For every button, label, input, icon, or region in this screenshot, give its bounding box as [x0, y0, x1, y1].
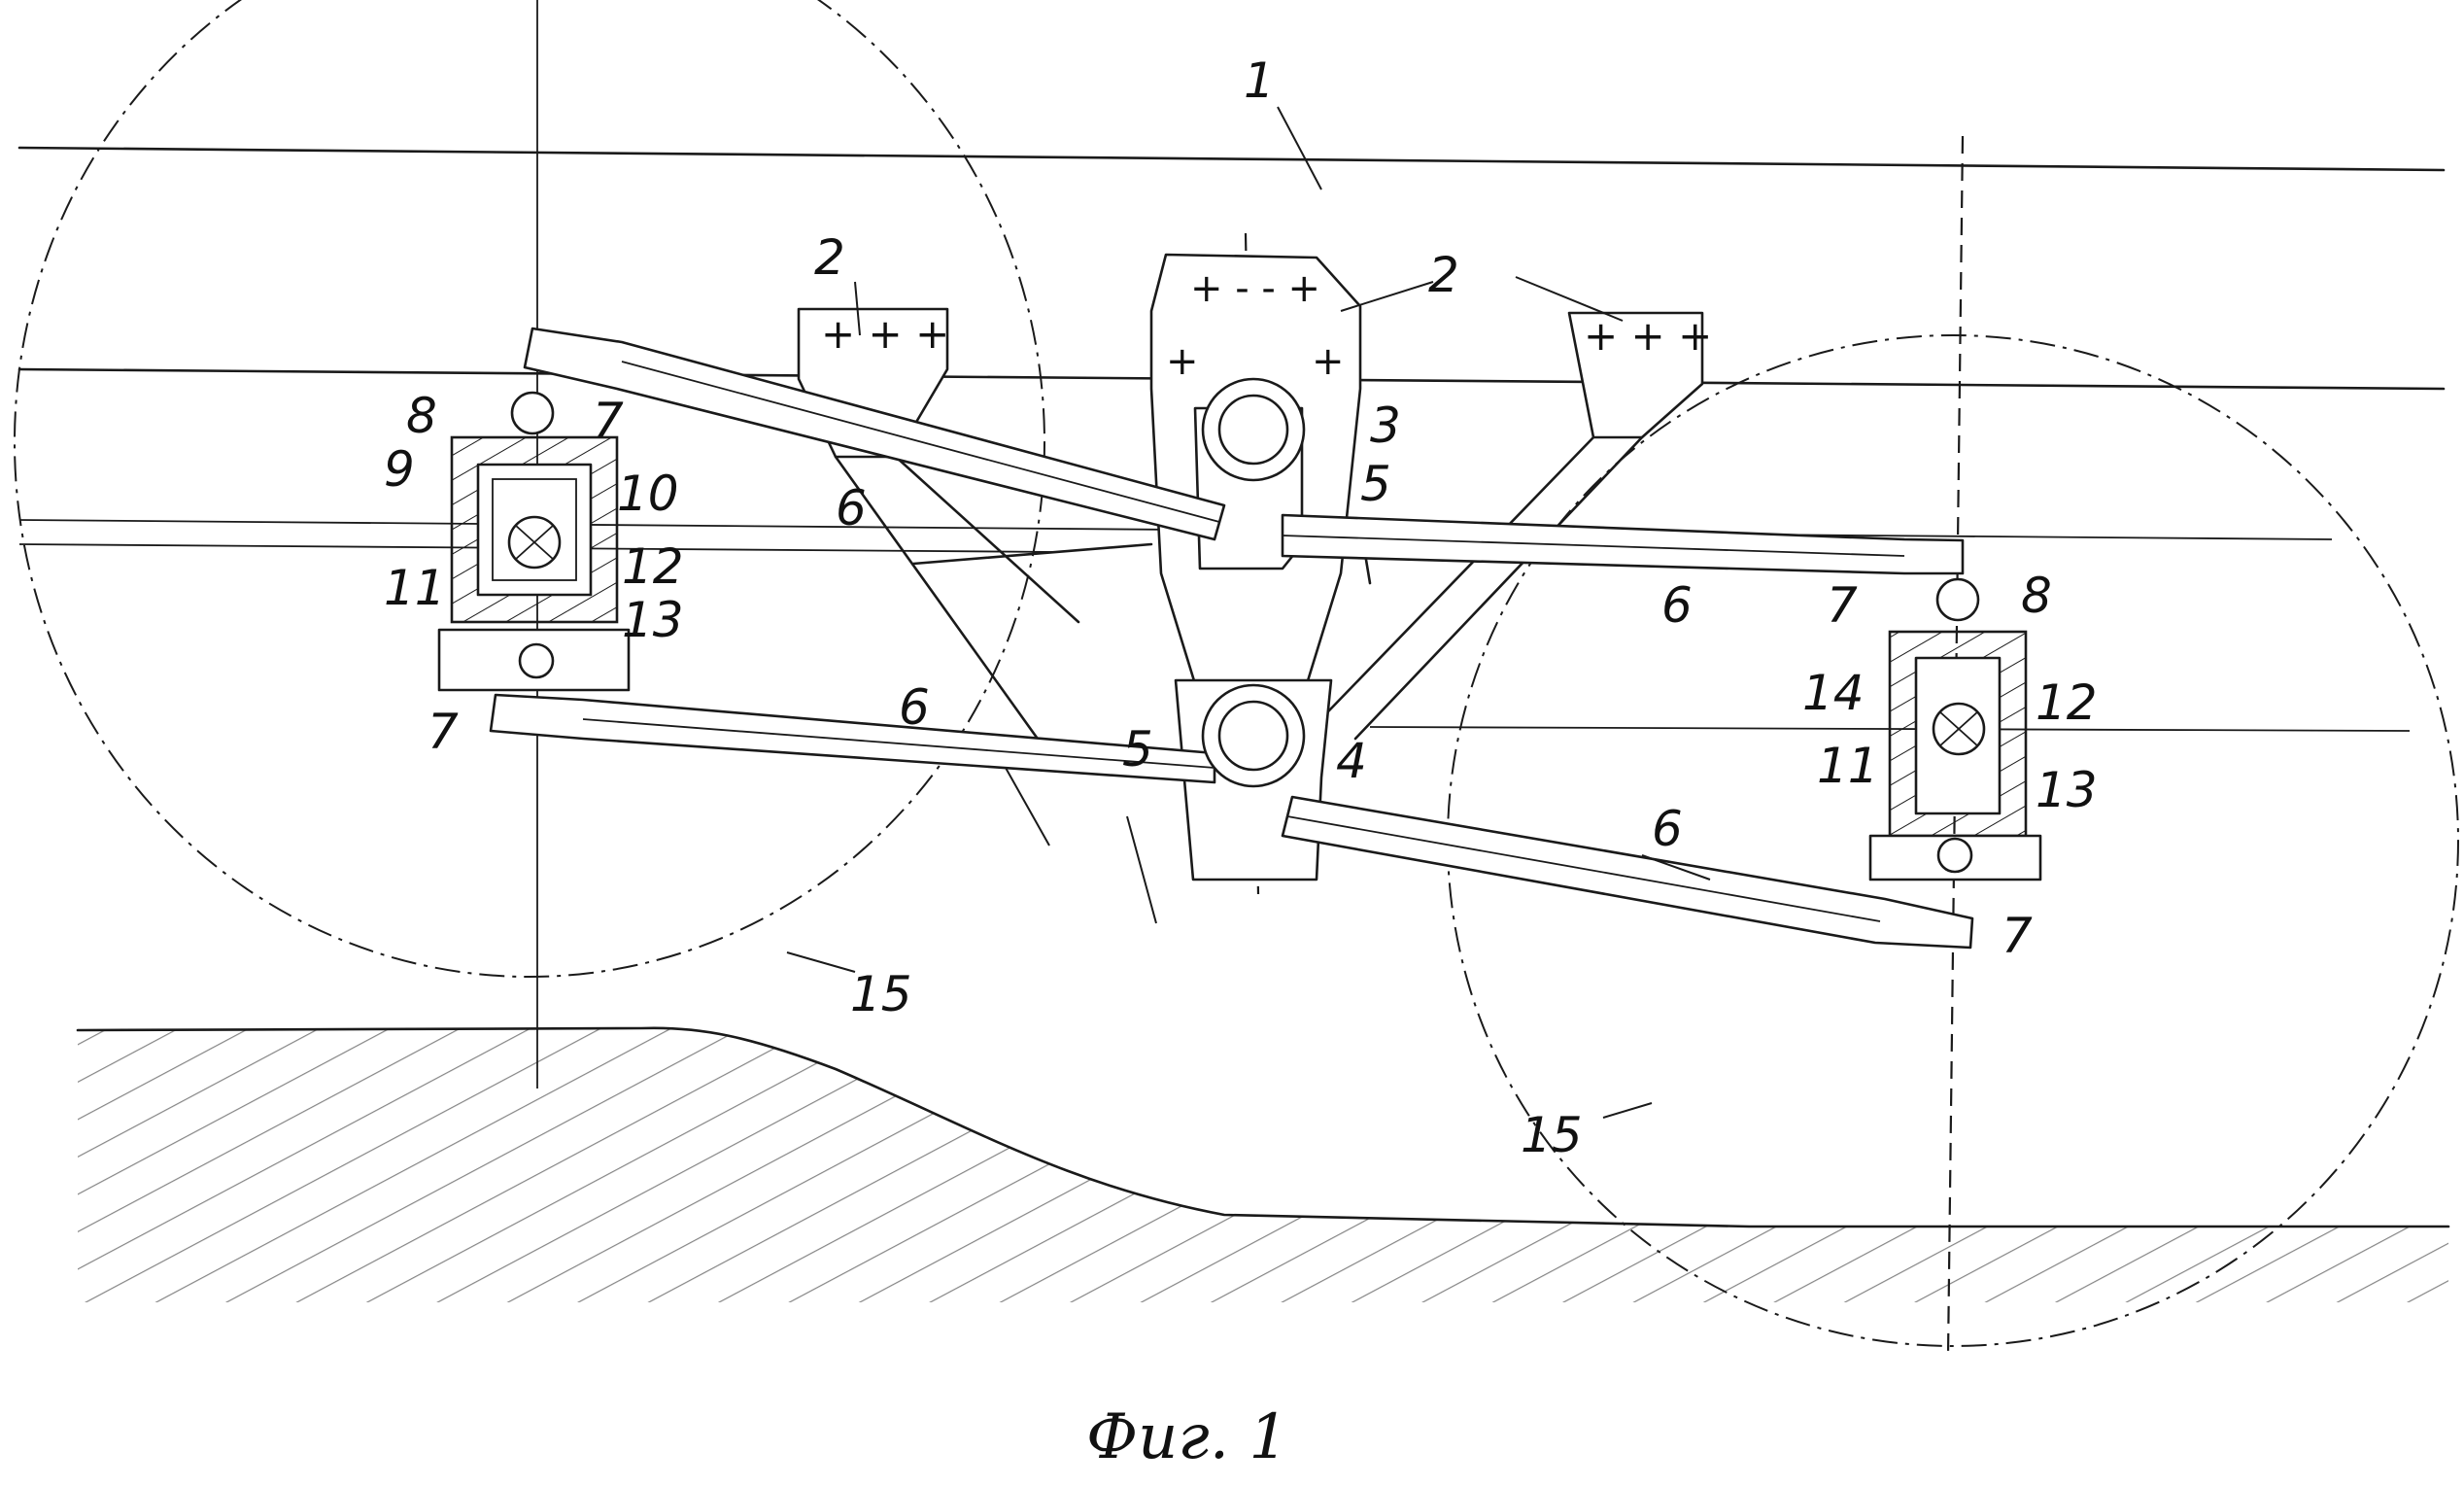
label-12-right: 12: [2036, 674, 2098, 731]
left-axle-box: [437, 391, 631, 692]
leader-lines: [786, 106, 1711, 1119]
label-15-right: 15: [1521, 1107, 1583, 1163]
label-14: 14: [1802, 665, 1865, 721]
label-5-lower: 5: [1122, 721, 1153, 778]
label-9: 9: [384, 441, 415, 498]
label-7-lower-right: 7: [2002, 908, 2033, 964]
label-7-upper-right: 7: [1827, 577, 1858, 634]
svg-text:+ - - +: + - - +: [1190, 266, 1320, 311]
svg-text:+ + +: + + +: [821, 310, 949, 358]
label-11-left: 11: [384, 560, 446, 616]
lower-right-link: [1281, 795, 1974, 950]
right-axle-box: [1868, 577, 2042, 881]
label-3: 3: [1370, 397, 1401, 454]
lower-left-link: [489, 693, 1216, 784]
left-wheel-outline: [14, 0, 1045, 978]
label-7-upper-left: 7: [593, 393, 624, 449]
label-6-upper-left: 6: [836, 480, 867, 536]
bracket-right: + + +: [1300, 311, 1712, 741]
labels: 1 2 2 3 5 6 6 8 7 9 10 11 12 13 7 6 5 4 …: [384, 52, 2098, 1163]
svg-text:+ + +: + + +: [1584, 312, 1712, 360]
label-13-right: 13: [2036, 762, 2098, 818]
upper-left-link: [523, 327, 1226, 541]
label-15-left: 15: [850, 966, 912, 1022]
figure-caption: Фиг. 1: [1086, 1401, 1288, 1473]
label-6-lower-right: 6: [1652, 801, 1683, 857]
lower-pivot: [1201, 683, 1306, 788]
label-8-right: 8: [2021, 568, 2052, 624]
label-12-left: 12: [622, 538, 684, 595]
label-13-left: 13: [622, 592, 684, 648]
label-10: 10: [617, 466, 679, 522]
label-2-left: 2: [814, 229, 845, 286]
upper-right-link: [1281, 513, 1965, 575]
upper-pivot: [1201, 377, 1306, 482]
label-11-right: 11: [1817, 738, 1879, 794]
svg-text:+: +: [1312, 339, 1345, 384]
label-8-left: 8: [406, 388, 437, 444]
label-6-upper-right: 6: [1661, 577, 1693, 634]
label-4: 4: [1336, 733, 1367, 789]
label-2-right: 2: [1428, 247, 1459, 303]
label-6-lower-left: 6: [899, 679, 930, 736]
ground-profile: [76, 1026, 2450, 1302]
label-7-lower-left: 7: [428, 704, 459, 760]
svg-text:+: +: [1166, 339, 1199, 384]
label-5-upper: 5: [1360, 456, 1391, 512]
label-1: 1: [1244, 52, 1275, 109]
